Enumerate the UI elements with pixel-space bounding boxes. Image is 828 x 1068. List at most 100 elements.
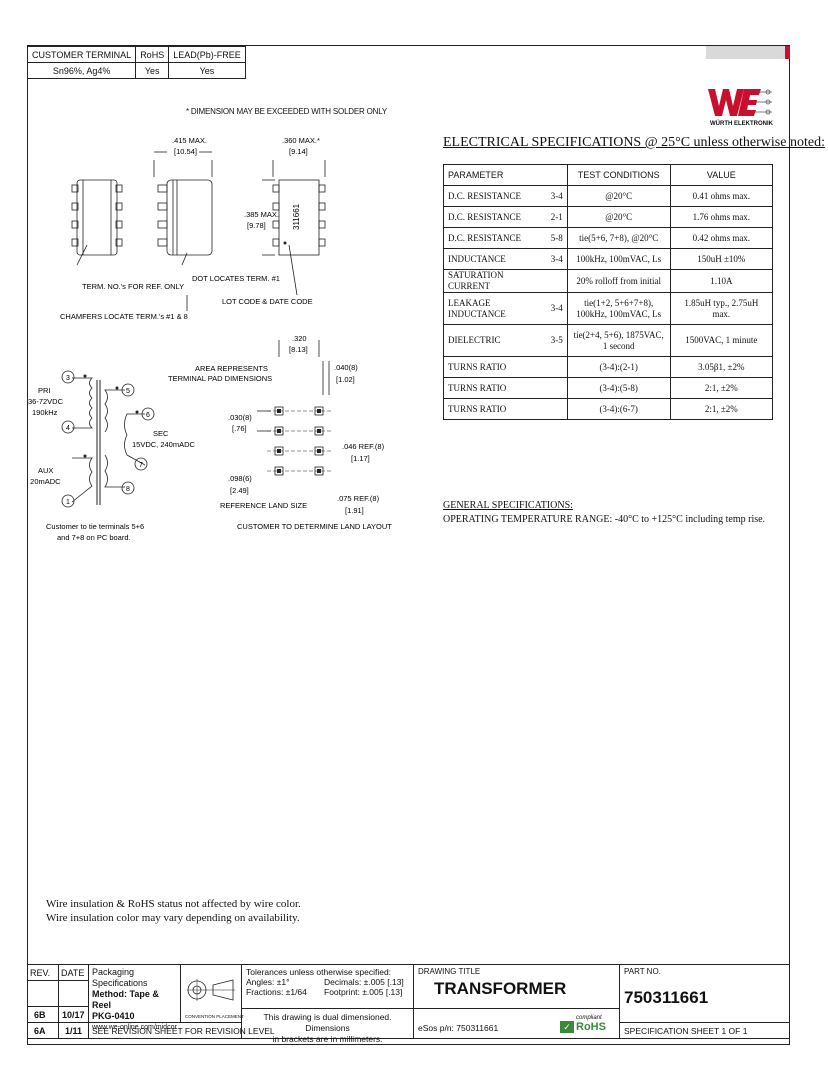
rohs-badge: RoHS bbox=[576, 1021, 606, 1033]
table-row: TURNS RATIO (3-4):(2-1) 3.05β1, ±2% bbox=[443, 356, 774, 378]
date-6b: 10/17 bbox=[58, 1006, 89, 1023]
rev-header: REV. bbox=[27, 964, 59, 981]
table-row: D.C. RESISTANCE 2-1 @20°C 1.76 ohms max. bbox=[443, 206, 774, 228]
cond-cell: (3-4):(5-8) bbox=[566, 377, 671, 399]
rev-6b: 6B bbox=[27, 1006, 59, 1023]
part-no-label: PART NO. bbox=[624, 967, 661, 976]
dim-320: .320 bbox=[292, 334, 307, 343]
chamfer-note: CHAMFERS LOCATE TERM.'s #1 & 8 bbox=[60, 312, 188, 321]
pins-cell: 3-4 bbox=[537, 185, 568, 207]
dim-040: .040(8) bbox=[334, 363, 358, 372]
dim-415-mm: [10.54] bbox=[174, 147, 197, 156]
packaging-method: Method: Tape & Reel bbox=[92, 989, 159, 1010]
rohs-compliant: compliant bbox=[576, 1015, 602, 1021]
rohs-check-icon: ✓ bbox=[560, 1021, 574, 1033]
table-row: LEAKAGE INDUCTANCE 3-4 tie(1+2, 5+6+7+8)… bbox=[443, 292, 774, 325]
dim-098-mm: [2.49] bbox=[230, 486, 249, 495]
value-cell: 3.05β1, ±2% bbox=[669, 356, 774, 378]
dual-note-1: This drawing is dual dimensioned. Dimens… bbox=[263, 1012, 392, 1033]
drawing-sheet bbox=[27, 45, 790, 1045]
pins-cell bbox=[537, 398, 568, 420]
logo-text: WÜRTH ELEKTRONIK bbox=[710, 121, 773, 127]
table-row: SATURATION CURRENT 20% rolloff from init… bbox=[443, 269, 774, 293]
param-cell: D.C. RESISTANCE bbox=[443, 185, 538, 207]
cond-cell: tie(2+4, 5+6), 1875VAC, 1 second bbox=[566, 324, 671, 357]
title-block: REV. DATE 6B 10/17 6A 1/11 Packaging Spe… bbox=[27, 964, 790, 1045]
dim-040-mm: [1.02] bbox=[336, 375, 355, 384]
top-right-label-box bbox=[706, 46, 790, 59]
rev-6a: 6A bbox=[27, 1022, 59, 1039]
cond-cell: (3-4):(6-7) bbox=[566, 398, 671, 420]
param-cell: SATURATION CURRENT bbox=[443, 269, 538, 293]
dim-385: .385 MAX. bbox=[244, 210, 279, 219]
dim-046: .046 REF.(8) bbox=[342, 442, 385, 451]
tol-fractions: Fractions: ±1/64 bbox=[246, 987, 307, 997]
wire-note-2: Wire insulation color may vary depending… bbox=[46, 912, 300, 924]
dim-030: .030(8) bbox=[228, 413, 252, 422]
pin-4: 4 bbox=[66, 425, 70, 432]
pin-6: 6 bbox=[146, 412, 150, 419]
pins-cell: 3-4 bbox=[537, 292, 568, 325]
dual-note-2: in brackets are in millimeters. bbox=[272, 1034, 383, 1044]
table-row: DIELECTRIC 3-5 tie(2+4, 5+6), 1875VAC, 1… bbox=[443, 324, 774, 357]
pin-8: 8 bbox=[126, 486, 130, 493]
date-header: DATE bbox=[58, 964, 89, 981]
pins-cell: 3-5 bbox=[537, 324, 568, 357]
pri-label: PRI bbox=[38, 386, 51, 395]
rohs-header: RoHS bbox=[135, 46, 170, 63]
pin-5: 5 bbox=[126, 388, 130, 395]
wire-note-1: Wire insulation & RoHS status not affect… bbox=[46, 898, 301, 910]
pins-cell: 2-1 bbox=[537, 206, 568, 228]
leadfree-value: Yes bbox=[168, 62, 246, 79]
packaging-url: www.we-online.com/midcom bbox=[92, 1024, 177, 1031]
pins-cell bbox=[537, 269, 568, 293]
table-row: TURNS RATIO (3-4):(6-7) 2:1, ±2% bbox=[443, 398, 774, 420]
red-tab bbox=[785, 46, 790, 59]
aux-rating: 5VDC, 20mADC bbox=[27, 477, 61, 486]
electrical-table: PARAMETER TEST CONDITIONS VALUE D.C. RES… bbox=[443, 164, 774, 420]
value-cell: 1500VAC, 1 minute bbox=[669, 324, 774, 357]
dim-415: .415 MAX. bbox=[172, 136, 207, 145]
date-6a: 1/11 bbox=[58, 1022, 89, 1039]
dot-note: DOT LOCATES TERM. #1 bbox=[192, 274, 280, 283]
pri-voltage: 36-72VDC bbox=[28, 397, 64, 406]
terminal-header: CUSTOMER TERMINAL bbox=[26, 46, 137, 63]
tie-note-2: and 7+8 on PC board. bbox=[57, 533, 131, 542]
general-temp: OPERATING TEMPERATURE RANGE: -40°C to +1… bbox=[443, 514, 766, 525]
value-cell: 1.10A bbox=[669, 269, 774, 293]
we-logo-icon bbox=[708, 89, 772, 116]
cond-cell: tie(1+2, 5+6+7+8), 100kHz, 100mVAC, Ls bbox=[566, 292, 671, 325]
we-logo: WÜRTH ELEKTRONIK bbox=[706, 86, 776, 132]
pins-cell bbox=[537, 377, 568, 399]
pin-1: 1 bbox=[66, 499, 70, 506]
value-cell: 150uH ±10% bbox=[669, 248, 774, 270]
projection-cell: CONVENTION PLACEMENT bbox=[180, 964, 244, 1023]
param-cell: INDUCTANCE bbox=[443, 248, 538, 270]
cond-cell: 20% rolloff from initial bbox=[566, 269, 671, 293]
dim-320-mm: [8.13] bbox=[289, 345, 308, 354]
cond-cell: tie(5+6, 7+8), @20°C bbox=[566, 227, 671, 249]
dim-046-mm: [1.17] bbox=[351, 454, 370, 463]
projection-label: CONVENTION PLACEMENT bbox=[185, 1014, 244, 1019]
mechanical-drawing: 3 4 1 5 6 7 8 .415 MAX. [10.54] .360 MAX… bbox=[27, 136, 392, 542]
part-no-cell: PART NO. 750311661 bbox=[619, 964, 790, 1023]
param-cell: D.C. RESISTANCE bbox=[443, 227, 538, 249]
sec-label: SEC bbox=[153, 429, 169, 438]
sec-rating: 15VDC, 240mADC bbox=[132, 440, 196, 449]
drawing-title-label: DRAWING TITLE bbox=[418, 967, 481, 976]
packaging-cell: Packaging Specifications Method: Tape & … bbox=[88, 964, 181, 1031]
param-header: PARAMETER bbox=[443, 164, 568, 186]
dim-030-mm: [.76] bbox=[232, 424, 247, 433]
dual-dimension-note: This drawing is dual dimensioned. Dimens… bbox=[241, 1008, 414, 1044]
term-note: TERM. NO.'s FOR REF. ONLY bbox=[82, 282, 184, 291]
projection-icon bbox=[187, 979, 235, 1001]
part-marking: 311661 bbox=[292, 203, 301, 230]
dim-075-mm: [1.91] bbox=[345, 506, 364, 515]
dim-360: .360 MAX.* bbox=[282, 136, 320, 145]
pin-3: 3 bbox=[66, 375, 70, 382]
cond-cell: 100kHz, 100mVAC, Ls bbox=[566, 248, 671, 270]
param-cell: TURNS RATIO bbox=[443, 377, 538, 399]
dim-098: .098(6) bbox=[228, 474, 252, 483]
land-size: REFERENCE LAND SIZE bbox=[220, 501, 307, 510]
revision-note: SEE REVISION SHEET FOR REVISION LEVEL bbox=[88, 1022, 275, 1039]
